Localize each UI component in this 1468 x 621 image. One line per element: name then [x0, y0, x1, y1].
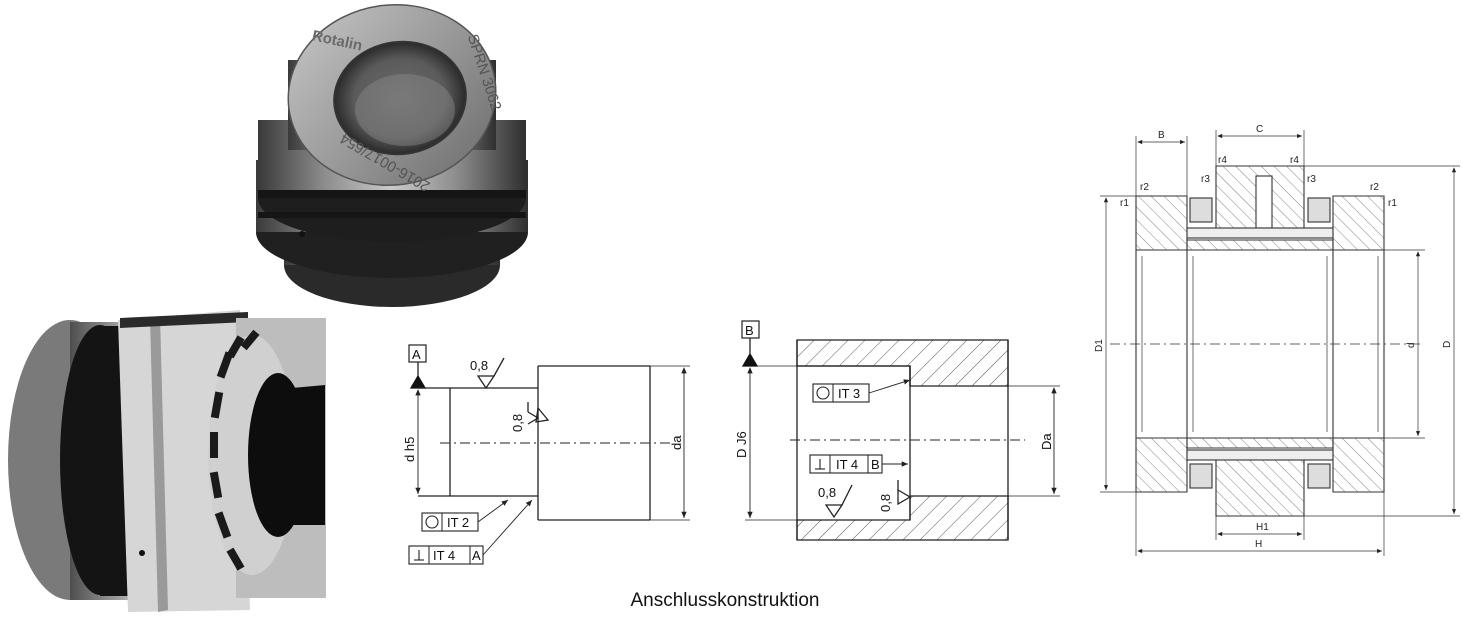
datum-b-label: B [745, 323, 754, 338]
tol-perp-b-datum: B [871, 457, 880, 472]
drawing-shaft-labels: A d h5 da 0,8 0,8 IT 2 IT 4 A [402, 347, 684, 563]
roughness-a2: 0,8 [510, 414, 525, 432]
r2-left-label: r2 [1140, 182, 1149, 193]
dim-H-label: H [1255, 539, 1262, 550]
r3-left-label: r3 [1201, 174, 1210, 185]
tol-roundness-b-value: IT 3 [838, 386, 860, 401]
roughness-b1: 0,8 [818, 485, 836, 500]
drawing-housing [741, 320, 1060, 541]
dim-bore-label: D J6 [734, 431, 749, 458]
dim-B-label: B [1158, 130, 1165, 141]
dim-D-label: D [1442, 341, 1453, 348]
bearing-photo-cutaway [8, 310, 326, 612]
caption: Anschlusskonstruktion [630, 590, 820, 611]
r1-right-label: r1 [1388, 198, 1397, 209]
dim-da-label: da [669, 435, 684, 450]
r4-left-label: r4 [1218, 155, 1227, 166]
roughness-a1: 0,8 [470, 358, 488, 373]
tol-perp-a-value: IT 4 [433, 548, 455, 563]
r2-right-label: r2 [1370, 182, 1379, 193]
tol-perp-b-value: IT 4 [836, 457, 858, 472]
tol-roundness-a-value: IT 2 [447, 515, 469, 530]
bearing-photo-top: Rotalin SPRN 3062 2016-0017/654 [256, 3, 528, 307]
section-drawing-labels: B C r1 r2 r3 r4 r4 r3 r2 r1 D1 d D H1 H [1094, 124, 1453, 550]
section-drawing [1100, 130, 1460, 556]
datum-a-label: A [412, 347, 421, 362]
r1-left-label: r1 [1120, 198, 1129, 209]
drawing-shaft [408, 344, 690, 565]
dim-d-label: d [1406, 342, 1417, 348]
r4-right-label: r4 [1290, 155, 1299, 166]
dim-C-label: C [1256, 124, 1263, 135]
dim-H1-label: H1 [1256, 522, 1269, 533]
tol-perp-a-datum: A [472, 548, 481, 563]
dim-D1-label: D1 [1094, 339, 1105, 352]
drawing-housing-labels: B D J6 Da IT 3 IT 4 B 0,8 0,8 [734, 323, 1054, 512]
dim-Da-label: Da [1039, 433, 1054, 450]
r3-right-label: r3 [1307, 174, 1316, 185]
dim-shaft-label: d h5 [402, 437, 417, 462]
roughness-b2: 0,8 [878, 494, 893, 512]
